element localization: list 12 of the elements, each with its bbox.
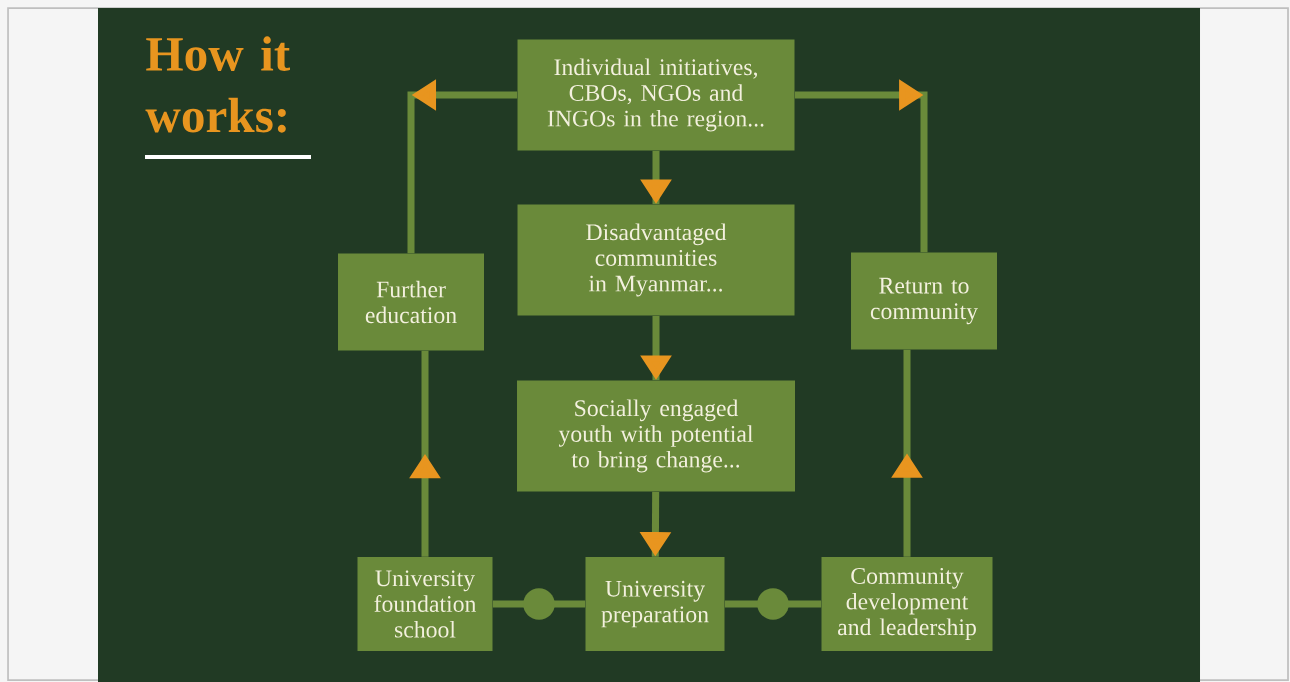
process-box: Socially engaged youth with potential to bring change...	[517, 380, 795, 492]
process-box: Disadvantaged communities in Myanmar...	[517, 204, 795, 316]
connector-line	[724, 588, 822, 620]
arrow	[794, 79, 928, 253]
process-box: Return to community	[851, 252, 997, 350]
title: How it works:	[145, 36, 290, 133]
process-box: University foundation school	[357, 557, 493, 651]
process-box: Individual initiatives, CBOs, NGOs and INGOs in the region...	[517, 39, 795, 151]
process-box: Community development and leadership	[821, 557, 993, 651]
process-box: Further education	[338, 253, 484, 351]
process-box: University preparation	[585, 557, 725, 651]
connector-line	[492, 588, 586, 620]
